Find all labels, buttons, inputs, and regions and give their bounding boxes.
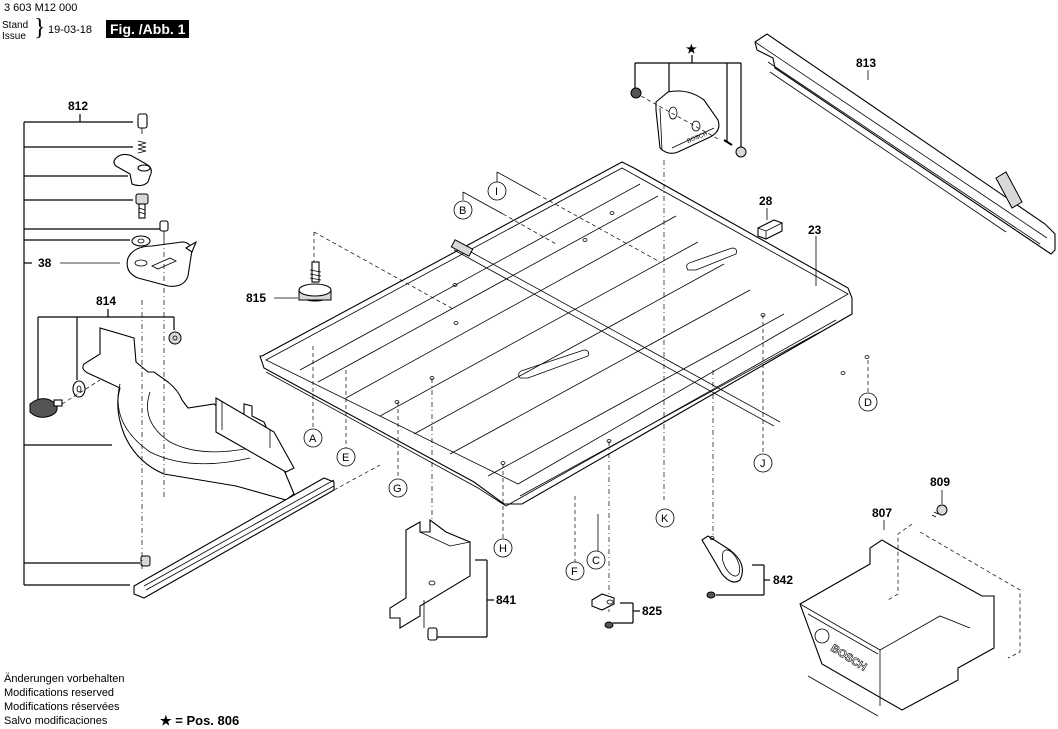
nut-part xyxy=(168,331,182,345)
callout-G: G xyxy=(388,402,408,498)
pointer-plate-38 xyxy=(126,240,198,287)
svg-text:J: J xyxy=(760,458,766,470)
group-806-bracket xyxy=(634,55,742,148)
part-label-812: 812 xyxy=(68,99,88,113)
note-es: Salvo modificaciones xyxy=(4,715,108,727)
strap-842 xyxy=(701,535,743,599)
svg-text:H: H xyxy=(499,543,507,555)
screw-809 xyxy=(931,504,948,518)
knurled-bolt-part xyxy=(135,193,149,219)
note-fr: Modifications réservées xyxy=(4,701,120,713)
svg-text:G: G xyxy=(393,483,402,495)
height-knob-815 xyxy=(298,261,332,302)
callout-A: A xyxy=(303,346,323,448)
svg-text:K: K xyxy=(661,513,669,525)
callout-E: E xyxy=(336,370,356,467)
part-label-23: 23 xyxy=(808,223,822,237)
screw-part xyxy=(137,113,148,134)
part-label-28: 28 xyxy=(759,194,773,208)
wing-knob-part xyxy=(29,398,63,418)
part-label-813: 813 xyxy=(856,56,876,70)
issue-label: Issue xyxy=(2,31,26,42)
brace: } xyxy=(34,15,46,41)
callout-B: B xyxy=(453,191,504,220)
document-code: 3 603 M12 000 xyxy=(4,2,78,14)
small-screw-part xyxy=(159,220,169,240)
figure-label: Fig. /Abb. 1 xyxy=(106,20,190,38)
pin-part xyxy=(723,139,733,146)
callout-D: D xyxy=(858,360,878,412)
svg-text:B: B xyxy=(459,205,466,217)
modification-notes: Änderungen vorbehalten Modifications res… xyxy=(4,672,124,728)
svg-text:D: D xyxy=(864,397,872,409)
washer-814-part xyxy=(72,380,86,398)
issue-date: 19-03-18 xyxy=(48,24,93,36)
svg-text:E: E xyxy=(342,452,349,464)
callout-F: F xyxy=(565,496,585,581)
part-label-809: 809 xyxy=(930,475,950,489)
splitter-bracket-841 xyxy=(389,518,471,641)
stand-label: Stand xyxy=(2,20,29,31)
callout-K: K xyxy=(655,508,675,528)
svg-text:C: C xyxy=(592,555,600,567)
svg-text:I: I xyxy=(495,186,498,198)
part-label-814: 814 xyxy=(96,294,116,308)
callout-H: H xyxy=(493,464,513,558)
fence-rail-813 xyxy=(754,33,1056,255)
fence-bracket-part: BOSCH xyxy=(655,90,720,154)
svg-text:F: F xyxy=(571,566,578,578)
callout-I: I xyxy=(487,171,538,201)
cap-nut-part-2 xyxy=(735,146,747,158)
group-841-bracket xyxy=(437,559,494,638)
part-label-842: 842 xyxy=(773,573,793,587)
svg-text:A: A xyxy=(309,433,317,445)
part-label-825: 825 xyxy=(642,604,662,618)
clamp-825 xyxy=(591,593,615,629)
washer-part xyxy=(131,235,151,247)
saw-table-23 xyxy=(259,161,870,507)
group-814-bracket xyxy=(37,309,175,400)
part-label-841: 841 xyxy=(496,593,516,607)
group-812-bracket xyxy=(23,114,160,586)
group-842-bracket xyxy=(716,564,770,596)
stand-issue-label: Stand Issue xyxy=(2,20,28,42)
part-label-807: 807 xyxy=(872,506,892,520)
spring-part xyxy=(137,140,147,154)
motor-cover-807: BOSCH xyxy=(799,523,1021,717)
callout-J: J xyxy=(753,315,773,473)
part-label-38: 38 xyxy=(38,256,52,270)
set-screw-part xyxy=(140,555,151,567)
group-825-bracket xyxy=(613,602,640,624)
star-legend: ★ = Pos. 806 xyxy=(160,713,240,728)
star-symbol: ★ xyxy=(686,42,697,56)
cap-nut-part xyxy=(630,87,642,99)
note-en: Modifications reserved xyxy=(4,687,115,699)
switch-block-28 xyxy=(757,219,783,240)
miter-gauge-body xyxy=(82,327,295,501)
clamp-lever-part xyxy=(113,153,152,187)
callout-C: C xyxy=(586,514,606,570)
part-label-815: 815 xyxy=(246,291,266,305)
note-de: Änderungen vorbehalten xyxy=(4,673,125,685)
